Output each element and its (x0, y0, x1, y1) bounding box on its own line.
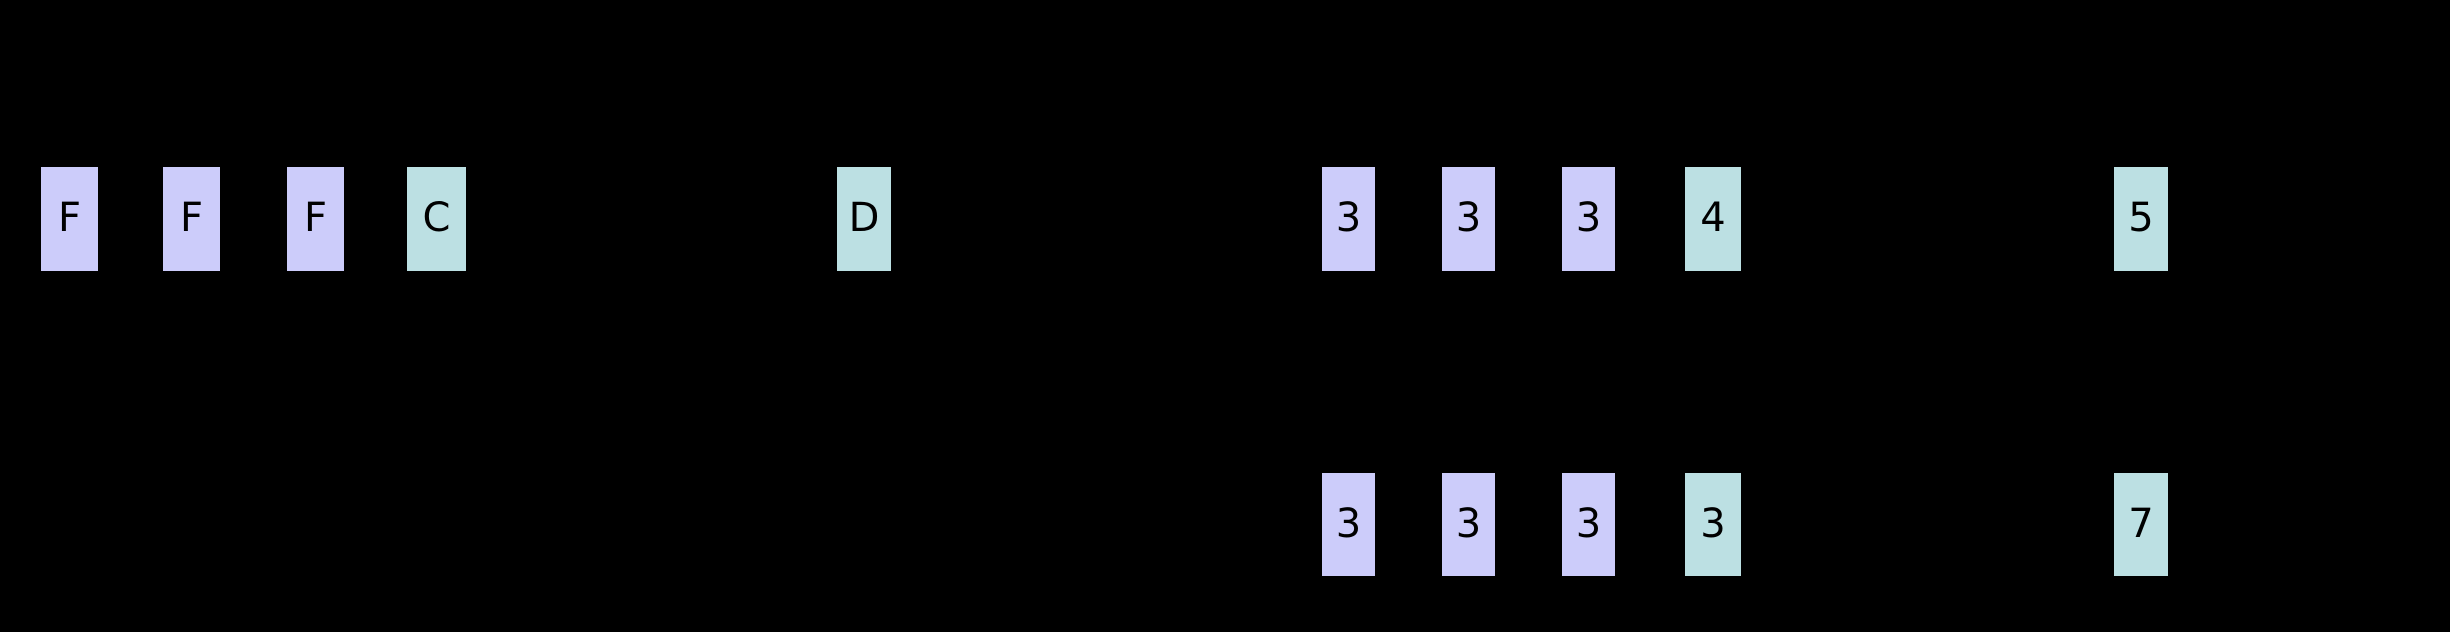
token-label: 5 (2128, 195, 2154, 241)
token-cell[interactable]: 3 (1685, 473, 1741, 576)
token-cell[interactable]: 3 (1442, 167, 1495, 271)
token-cell[interactable]: F (287, 167, 344, 271)
token-label: 4 (1700, 195, 1726, 241)
token-label: 3 (1575, 195, 1602, 241)
token-label: 3 (1700, 500, 1726, 547)
token-label: 3 (1335, 500, 1362, 547)
token-cell[interactable]: 3 (1322, 473, 1375, 576)
token-cell[interactable]: D (837, 167, 891, 271)
token-label: 7 (2128, 500, 2154, 547)
token-cell[interactable]: 5 (2114, 167, 2168, 271)
bottom-row: 3 3 3 3 7 (0, 473, 2450, 576)
token-label: F (179, 195, 203, 241)
token-cell[interactable]: 7 (2114, 473, 2168, 576)
token-cell[interactable]: C (407, 167, 466, 271)
token-label: 3 (1575, 500, 1602, 547)
token-cell[interactable]: 3 (1562, 473, 1615, 576)
token-label: 3 (1455, 195, 1482, 241)
token-cell[interactable]: 3 (1322, 167, 1375, 271)
token-label: C (422, 195, 451, 241)
top-row: F F F C D 3 3 3 4 5 (0, 167, 2450, 271)
token-label: 3 (1455, 500, 1482, 547)
token-label: D (848, 195, 880, 241)
token-cell[interactable]: 3 (1442, 473, 1495, 576)
token-cell[interactable]: 4 (1685, 167, 1741, 271)
token-label: 3 (1335, 195, 1362, 241)
token-label: F (57, 195, 81, 241)
token-label: F (303, 195, 327, 241)
token-cell[interactable]: 3 (1562, 167, 1615, 271)
token-cell[interactable]: F (41, 167, 98, 271)
token-cell[interactable]: F (163, 167, 220, 271)
